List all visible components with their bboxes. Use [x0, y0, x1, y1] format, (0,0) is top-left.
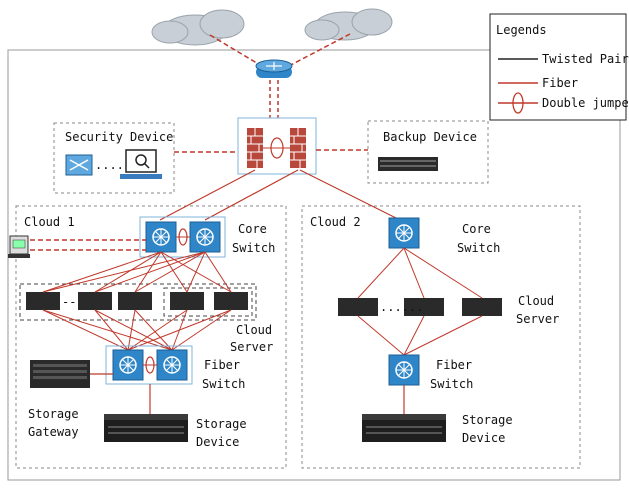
backup-server-icon	[378, 157, 438, 171]
cloud1-title: Cloud 1	[24, 215, 75, 229]
cloud-server-icons-2	[338, 298, 502, 316]
storage-device-label-1-line2: Device	[196, 435, 239, 449]
backup-device-label: Backup Device	[383, 130, 477, 144]
fiber-switch-label-2-line2: Switch	[430, 377, 473, 391]
security-appliance-icon	[65, 154, 93, 176]
storage-device-label-2-line1: Storage	[462, 413, 513, 427]
storage-device-label-2-line2: Device	[462, 431, 505, 445]
legend-double-jumper-swatch	[498, 92, 538, 114]
core-switch-label-1-line2: Switch	[232, 241, 275, 255]
cloud-server-group-box-1	[19, 283, 257, 321]
cloud1-region	[15, 205, 287, 469]
core-double-jumper-icon-1	[178, 228, 188, 246]
cloud2-mesh-links	[357, 247, 483, 356]
router-firewall-link	[269, 80, 279, 118]
storage-gateway-icon	[30, 360, 90, 388]
outer-frame	[7, 49, 621, 481]
cloud-server-label-1-line1: Cloud	[236, 323, 272, 337]
cloud-server-label-2-line1: Cloud	[518, 294, 554, 308]
fiber-switch-label-1-line1: Fiber	[204, 358, 240, 372]
cloud2-region	[301, 205, 581, 469]
storage-gateway-label-line2: Gateway	[28, 425, 79, 439]
fiber-switch-icon-1b	[156, 349, 188, 381]
cloud-server-label-1-line2: Server	[230, 340, 273, 354]
firewall-icon-right	[290, 128, 306, 168]
internet-cloud-right	[304, 8, 393, 41]
security-device-box	[53, 122, 175, 194]
server-ellipsis-2: ......	[380, 300, 423, 314]
cloud1-mesh-links	[42, 251, 232, 351]
core-switch-label-2-line1: Core	[462, 222, 491, 236]
core-switch-group-box-1	[139, 216, 226, 258]
storage-device-icon-2	[362, 414, 446, 442]
storage-device-icon-1	[104, 414, 188, 442]
fiber-switch-label-1-line2: Switch	[202, 377, 245, 391]
storage-gateway-label-line1: Storage	[28, 407, 79, 421]
core-switch-icon-2	[388, 217, 420, 249]
fiber-switch-icon-2	[388, 354, 420, 386]
fiber-switch-label-2-line1: Fiber	[436, 358, 472, 372]
firewall-icon-left	[247, 128, 263, 168]
legend-title: Legends	[496, 23, 547, 37]
core-switch-label-1-line1: Core	[238, 222, 267, 236]
fiber-double-jumper-icon-1	[145, 356, 155, 374]
left-server-icon	[8, 235, 30, 258]
cloud-server-subgroup-box-1	[163, 287, 253, 317]
legend-twisted-pair-label: Twisted Pair	[542, 52, 629, 66]
cloud-server-label-2-line2: Server	[516, 312, 559, 326]
legend-double-jumper-label: Double jumper	[542, 96, 629, 110]
core-switch-label-2-line2: Switch	[457, 241, 500, 255]
legend-fiber-label: Fiber	[542, 76, 578, 90]
cloud-server-icons-1	[26, 292, 248, 310]
core-switch-icon-1b	[189, 221, 221, 253]
router-icon	[255, 59, 293, 78]
internet-cloud-left	[151, 9, 245, 46]
fiber-switch-group-box-1	[105, 345, 193, 385]
fiber-switch-icon-1a	[112, 349, 144, 381]
left-server-link	[30, 239, 146, 251]
internet-links	[209, 33, 351, 69]
firewall-core-links	[159, 169, 401, 221]
core-switch-icon-1a	[145, 221, 177, 253]
cloud2-title: Cloud 2	[310, 215, 361, 229]
backup-device-box	[367, 120, 489, 184]
firewall-group-box	[237, 117, 317, 175]
server-ellipsis-1: --	[62, 295, 76, 309]
security-device-label: Security Device	[65, 130, 173, 144]
storage-device-label-1-line1: Storage	[196, 417, 247, 431]
monitor-icon	[120, 149, 162, 179]
